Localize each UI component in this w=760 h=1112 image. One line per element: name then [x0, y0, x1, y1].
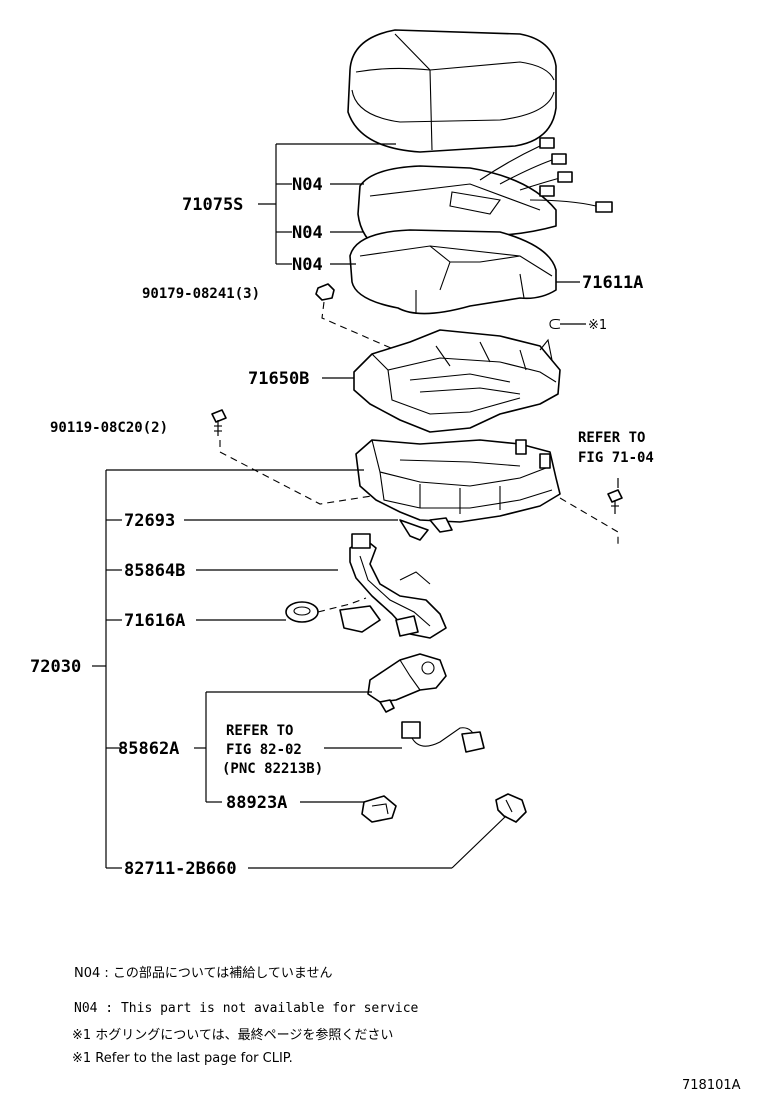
refer-fig-82-02-line2: FIG 82-02: [226, 742, 302, 758]
callout-71650B: 71650B: [248, 369, 309, 389]
callout-71075S: 71075S: [182, 195, 243, 215]
callout-85862A: 85862A: [118, 739, 179, 759]
note-clip-english: ※1 Refer to the last page for CLIP.: [72, 1051, 293, 1066]
callout-72030: 72030: [30, 657, 81, 677]
grommet-drawing: [285, 601, 319, 623]
seat-cushion-cover-drawing: [347, 29, 557, 153]
hog-ring-clip-drawing: [549, 318, 586, 330]
refer-fig-82-02-line3: (PNC 82213B): [222, 761, 323, 777]
callout-72693: 72693: [124, 511, 175, 531]
nut-90179-drawing: [315, 283, 335, 301]
seat-cushion-frame-assembly-drawing: [355, 439, 561, 541]
callout-90179-08241: 90179-08241(3): [142, 286, 260, 302]
callout-n04-heater: N04: [292, 175, 323, 195]
callout-82711-2B660: 82711-2B660: [124, 859, 237, 879]
refer-fig-71-04-line2: FIG 71-04: [578, 450, 654, 466]
seat-sensor-drawing: [367, 653, 447, 713]
note-n04-japanese: N04 : この部品については補給していません: [74, 966, 332, 981]
callout-88923A: 88923A: [226, 793, 287, 813]
leader-lines: [92, 143, 580, 869]
callout-clip-ref: ※1: [588, 318, 607, 333]
refer-fig-82-02-line1: REFER TO: [226, 723, 293, 739]
sensor-sub-harness-drawing: [401, 721, 485, 753]
figure-id: 718101A: [682, 1078, 741, 1093]
callout-71611A: 71611A: [582, 273, 643, 293]
frame-bolt-drawing: [607, 489, 623, 514]
seat-cushion-pad-drawing: [349, 229, 557, 315]
refer-fig-71-04-line1: REFER TO: [578, 430, 645, 446]
callout-85864B: 85864B: [124, 561, 185, 581]
note-clip-japanese: ※1 ホグリングについては、最終ページを参照ください: [72, 1027, 393, 1043]
callout-71616A: 71616A: [124, 611, 185, 631]
callout-90119-08C20: 90119-08C20(2): [50, 420, 168, 436]
connector-88923A-drawing: [361, 795, 397, 823]
bolt-90119-drawing: [211, 409, 227, 436]
callout-n04-pad: N04: [292, 223, 323, 243]
note-n04-english: N04 : This part is not available for ser…: [74, 1001, 419, 1016]
seat-cushion-frame-drawing: [353, 329, 561, 433]
clip-82711-drawing: [495, 793, 527, 823]
seat-wire-harness-drawing: [339, 533, 447, 639]
callout-n04-lower: N04: [292, 255, 323, 275]
